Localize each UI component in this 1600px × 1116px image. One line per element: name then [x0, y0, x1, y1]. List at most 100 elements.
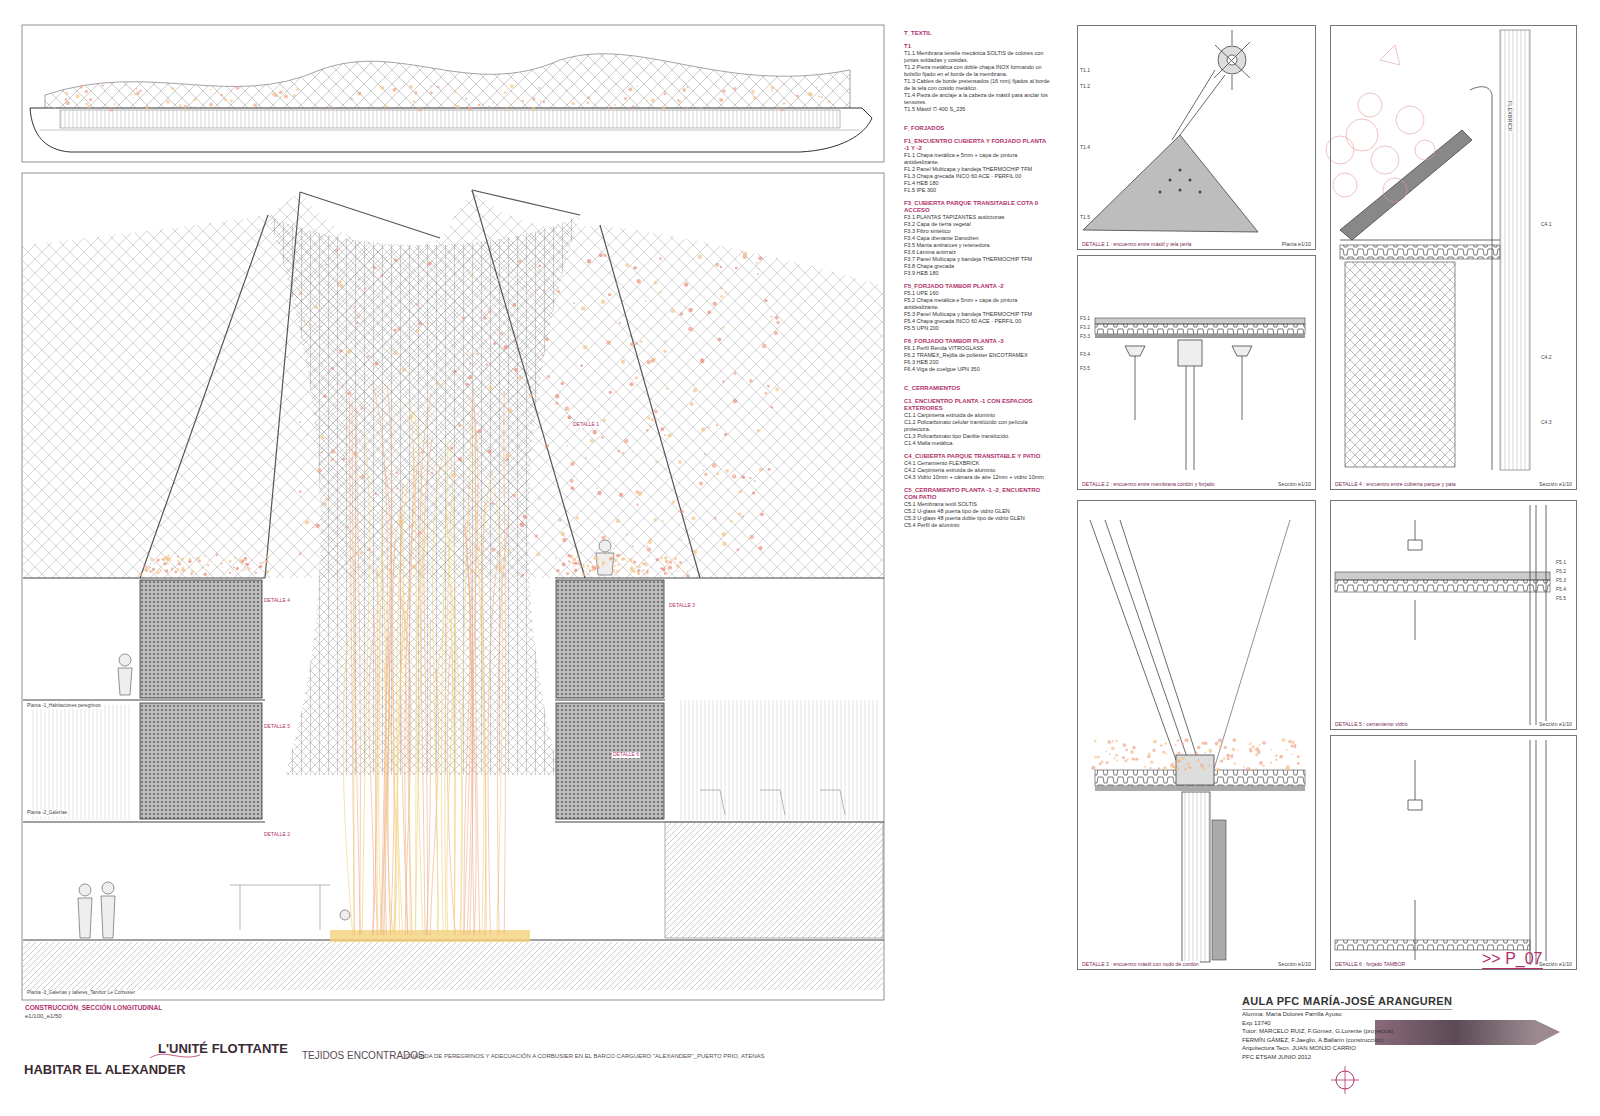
- legend-item: C1.1 Carpintería extruida de aluminio: [904, 412, 1050, 419]
- drawing-circle: [453, 370, 456, 373]
- legend-item: F3.1 PLANTAS TAPIZANTES autóctonas: [904, 214, 1050, 221]
- drawing-circle: [364, 287, 367, 290]
- drawing-circle: [133, 93, 135, 95]
- drawing-circle: [1243, 766, 1245, 768]
- drawing-circle: [162, 558, 166, 562]
- drawing-circle: [612, 569, 615, 572]
- drawing-circle: [762, 344, 767, 349]
- drawing-circle: [654, 281, 658, 285]
- drawing-circle: [356, 322, 359, 325]
- drawing-circle: [299, 292, 302, 295]
- drawing-circle: [157, 559, 160, 562]
- drawing-g: [1159, 169, 1202, 194]
- drawing-circle: [340, 910, 350, 920]
- legend-item: F1.1 Chapa metálica e 5mm + capa de pint…: [904, 152, 1050, 166]
- legend-item: F3.9 HEB 180: [904, 270, 1050, 277]
- drawing-circle: [1280, 769, 1281, 770]
- drawing-circle: [1196, 752, 1198, 754]
- drawing-circle: [821, 96, 823, 98]
- drawing-path: [446, 508, 454, 935]
- drawing-circle: [538, 498, 540, 500]
- drawing-circle: [614, 104, 616, 106]
- drawing-circle: [177, 560, 179, 562]
- drawing-circle: [521, 573, 524, 576]
- drawing-path: [600, 225, 700, 578]
- drawing-circle: [136, 91, 140, 95]
- drawing-circle: [487, 314, 489, 316]
- drawing-circle: [661, 559, 662, 560]
- legend-item: F5.3 Panel Multicapa y bandeja THERMOCHI…: [904, 311, 1050, 318]
- drawing-circle: [262, 562, 263, 563]
- drawing-circle: [1162, 751, 1165, 754]
- drawing-rect: [1095, 786, 1305, 791]
- drawing-circle: [543, 289, 545, 291]
- drawing-circle: [306, 434, 308, 436]
- drawing-circle: [361, 475, 365, 479]
- drawing-path: [140, 215, 268, 578]
- drawing-circle: [652, 357, 656, 361]
- drawing-circle: [758, 256, 762, 260]
- drawing-circle: [653, 518, 657, 522]
- legend-item: T1.5 Mástil ∅ 400 S_235: [904, 106, 1050, 113]
- drawing-circle: [1231, 754, 1234, 757]
- drawing-circle: [759, 546, 763, 550]
- drawing-circle: [749, 379, 753, 383]
- drawing-circle: [152, 568, 155, 571]
- drawing-circle: [1276, 759, 1278, 761]
- drawing-circle: [1270, 749, 1272, 751]
- drawing-circle: [619, 569, 620, 570]
- drawing-rect: [1182, 792, 1210, 962]
- drawing-circle: [585, 457, 587, 459]
- drawing-circle: [229, 560, 232, 563]
- drawing-circle: [519, 376, 522, 379]
- drawing-path: [488, 551, 499, 935]
- drawing-circle: [589, 570, 591, 572]
- drawing-rect: [30, 705, 130, 820]
- drawing-circle: [210, 89, 212, 91]
- legend-item: F5.2 Chapa metálica e 5mm + capa de pint…: [904, 297, 1050, 311]
- drawing-circle: [571, 486, 575, 490]
- drawing-path: [424, 436, 433, 935]
- drawing-circle: [722, 326, 725, 329]
- legend-heading: F1_ENCUENTRO CUBIERTA Y FORJADO PLANTA -…: [904, 138, 1050, 152]
- drawing-circle: [272, 92, 276, 96]
- drawing-circle: [664, 572, 666, 574]
- detail-frame: DETALLE 2 : encuentro entre membrana cor…: [1077, 255, 1316, 490]
- drawing-g: [1083, 30, 1258, 232]
- drawing-circle: [654, 410, 658, 414]
- drawing-circle: [688, 327, 693, 332]
- drawing-rect: [22, 25, 884, 162]
- drawing-circle: [752, 491, 755, 494]
- drawing-circle: [659, 291, 662, 294]
- drawing-circle: [375, 362, 379, 366]
- drawing-circle: [248, 567, 251, 570]
- drawing-circle: [398, 372, 400, 374]
- drawing-circle: [1200, 764, 1203, 767]
- drawing-circle: [765, 392, 768, 395]
- drawing-circle: [1383, 178, 1407, 202]
- drawing-circle: [603, 254, 606, 257]
- drawing-circle: [669, 561, 672, 564]
- callout-number: T1.2: [1079, 84, 1091, 90]
- drawing-circle: [742, 255, 747, 260]
- drawing-circle: [470, 275, 473, 278]
- drawing-path: [78, 898, 92, 938]
- drawing-circle: [573, 302, 575, 304]
- drawing-circle: [427, 322, 429, 324]
- drawing-circle: [154, 563, 156, 565]
- drawing-circle: [634, 376, 638, 380]
- drawing-circle: [722, 380, 724, 382]
- drawing-circle: [647, 360, 651, 364]
- drawing-circle: [665, 560, 669, 564]
- drawing-circle: [1279, 755, 1283, 759]
- drawing-circle: [630, 342, 634, 346]
- drawing-circle: [178, 562, 181, 565]
- legend-item: F1.4 HEB 180: [904, 180, 1050, 187]
- drawing-g: [54, 84, 831, 112]
- legend-item: C1.4 Malla metálica.: [904, 440, 1050, 447]
- drawing-circle: [1297, 755, 1300, 758]
- drawing-circle: [244, 568, 246, 570]
- drawing-path: [1536, 740, 1537, 965]
- drawing-circle: [293, 94, 296, 97]
- drawing-circle: [602, 563, 604, 565]
